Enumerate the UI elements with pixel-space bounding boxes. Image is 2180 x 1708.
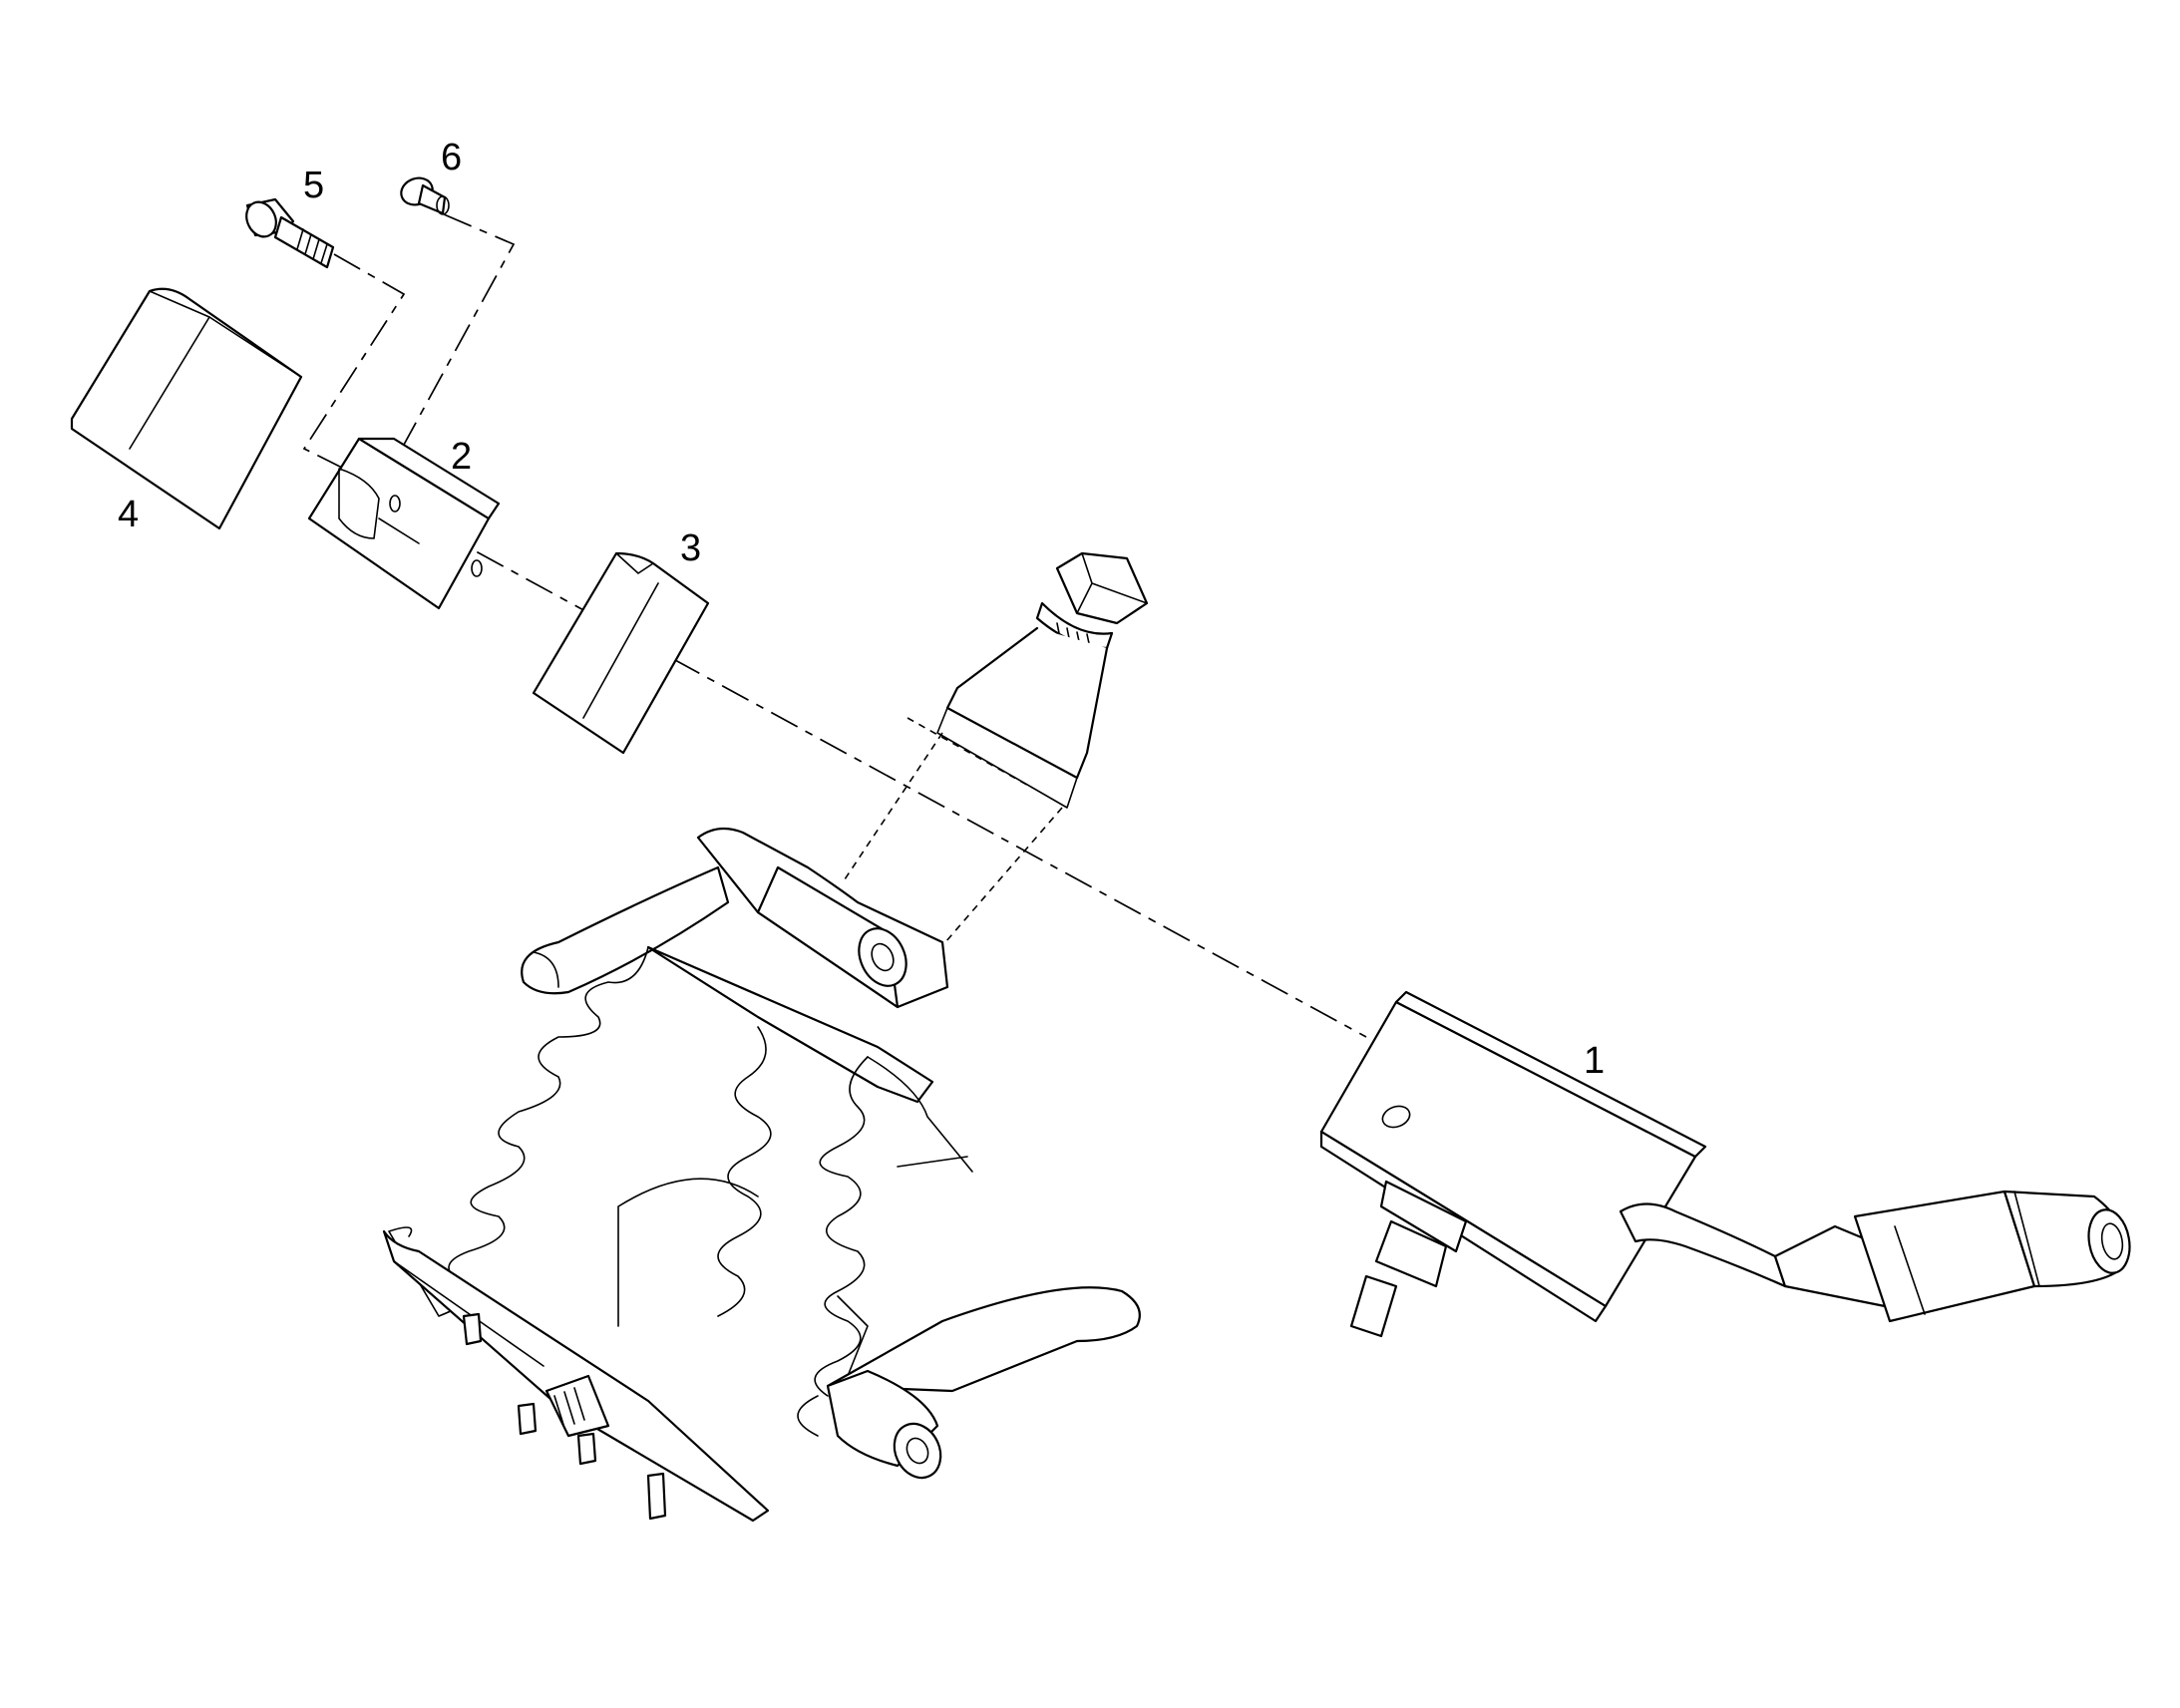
callout-6: 6 — [441, 137, 462, 178]
assembly-leader-lines — [302, 213, 1367, 1038]
callout-4: 4 — [118, 494, 139, 535]
part-5-screw — [245, 197, 335, 269]
callout-3: 3 — [680, 527, 701, 569]
part-6-bolt — [400, 176, 450, 215]
callout-1: 1 — [1584, 1040, 1605, 1082]
base-plate — [382, 1229, 770, 1523]
leader-bolt-to-clamp — [398, 213, 516, 455]
callout-labels: 1 2 3 4 5 6 — [118, 137, 1605, 1082]
part-1-combination-switch — [1319, 990, 2131, 1338]
tilt-lever — [797, 1286, 1141, 1480]
part-2-clamp-block — [307, 437, 501, 610]
yoke-housing — [521, 827, 949, 1009]
leader-main-axis — [378, 498, 1367, 1038]
steering-column-shaft — [842, 551, 1149, 958]
part-3-spacer — [532, 551, 710, 755]
callout-5: 5 — [303, 165, 324, 206]
callout-2: 2 — [451, 436, 472, 478]
part-4-cover — [70, 287, 303, 530]
leader-screw-to-clamp — [302, 253, 406, 475]
